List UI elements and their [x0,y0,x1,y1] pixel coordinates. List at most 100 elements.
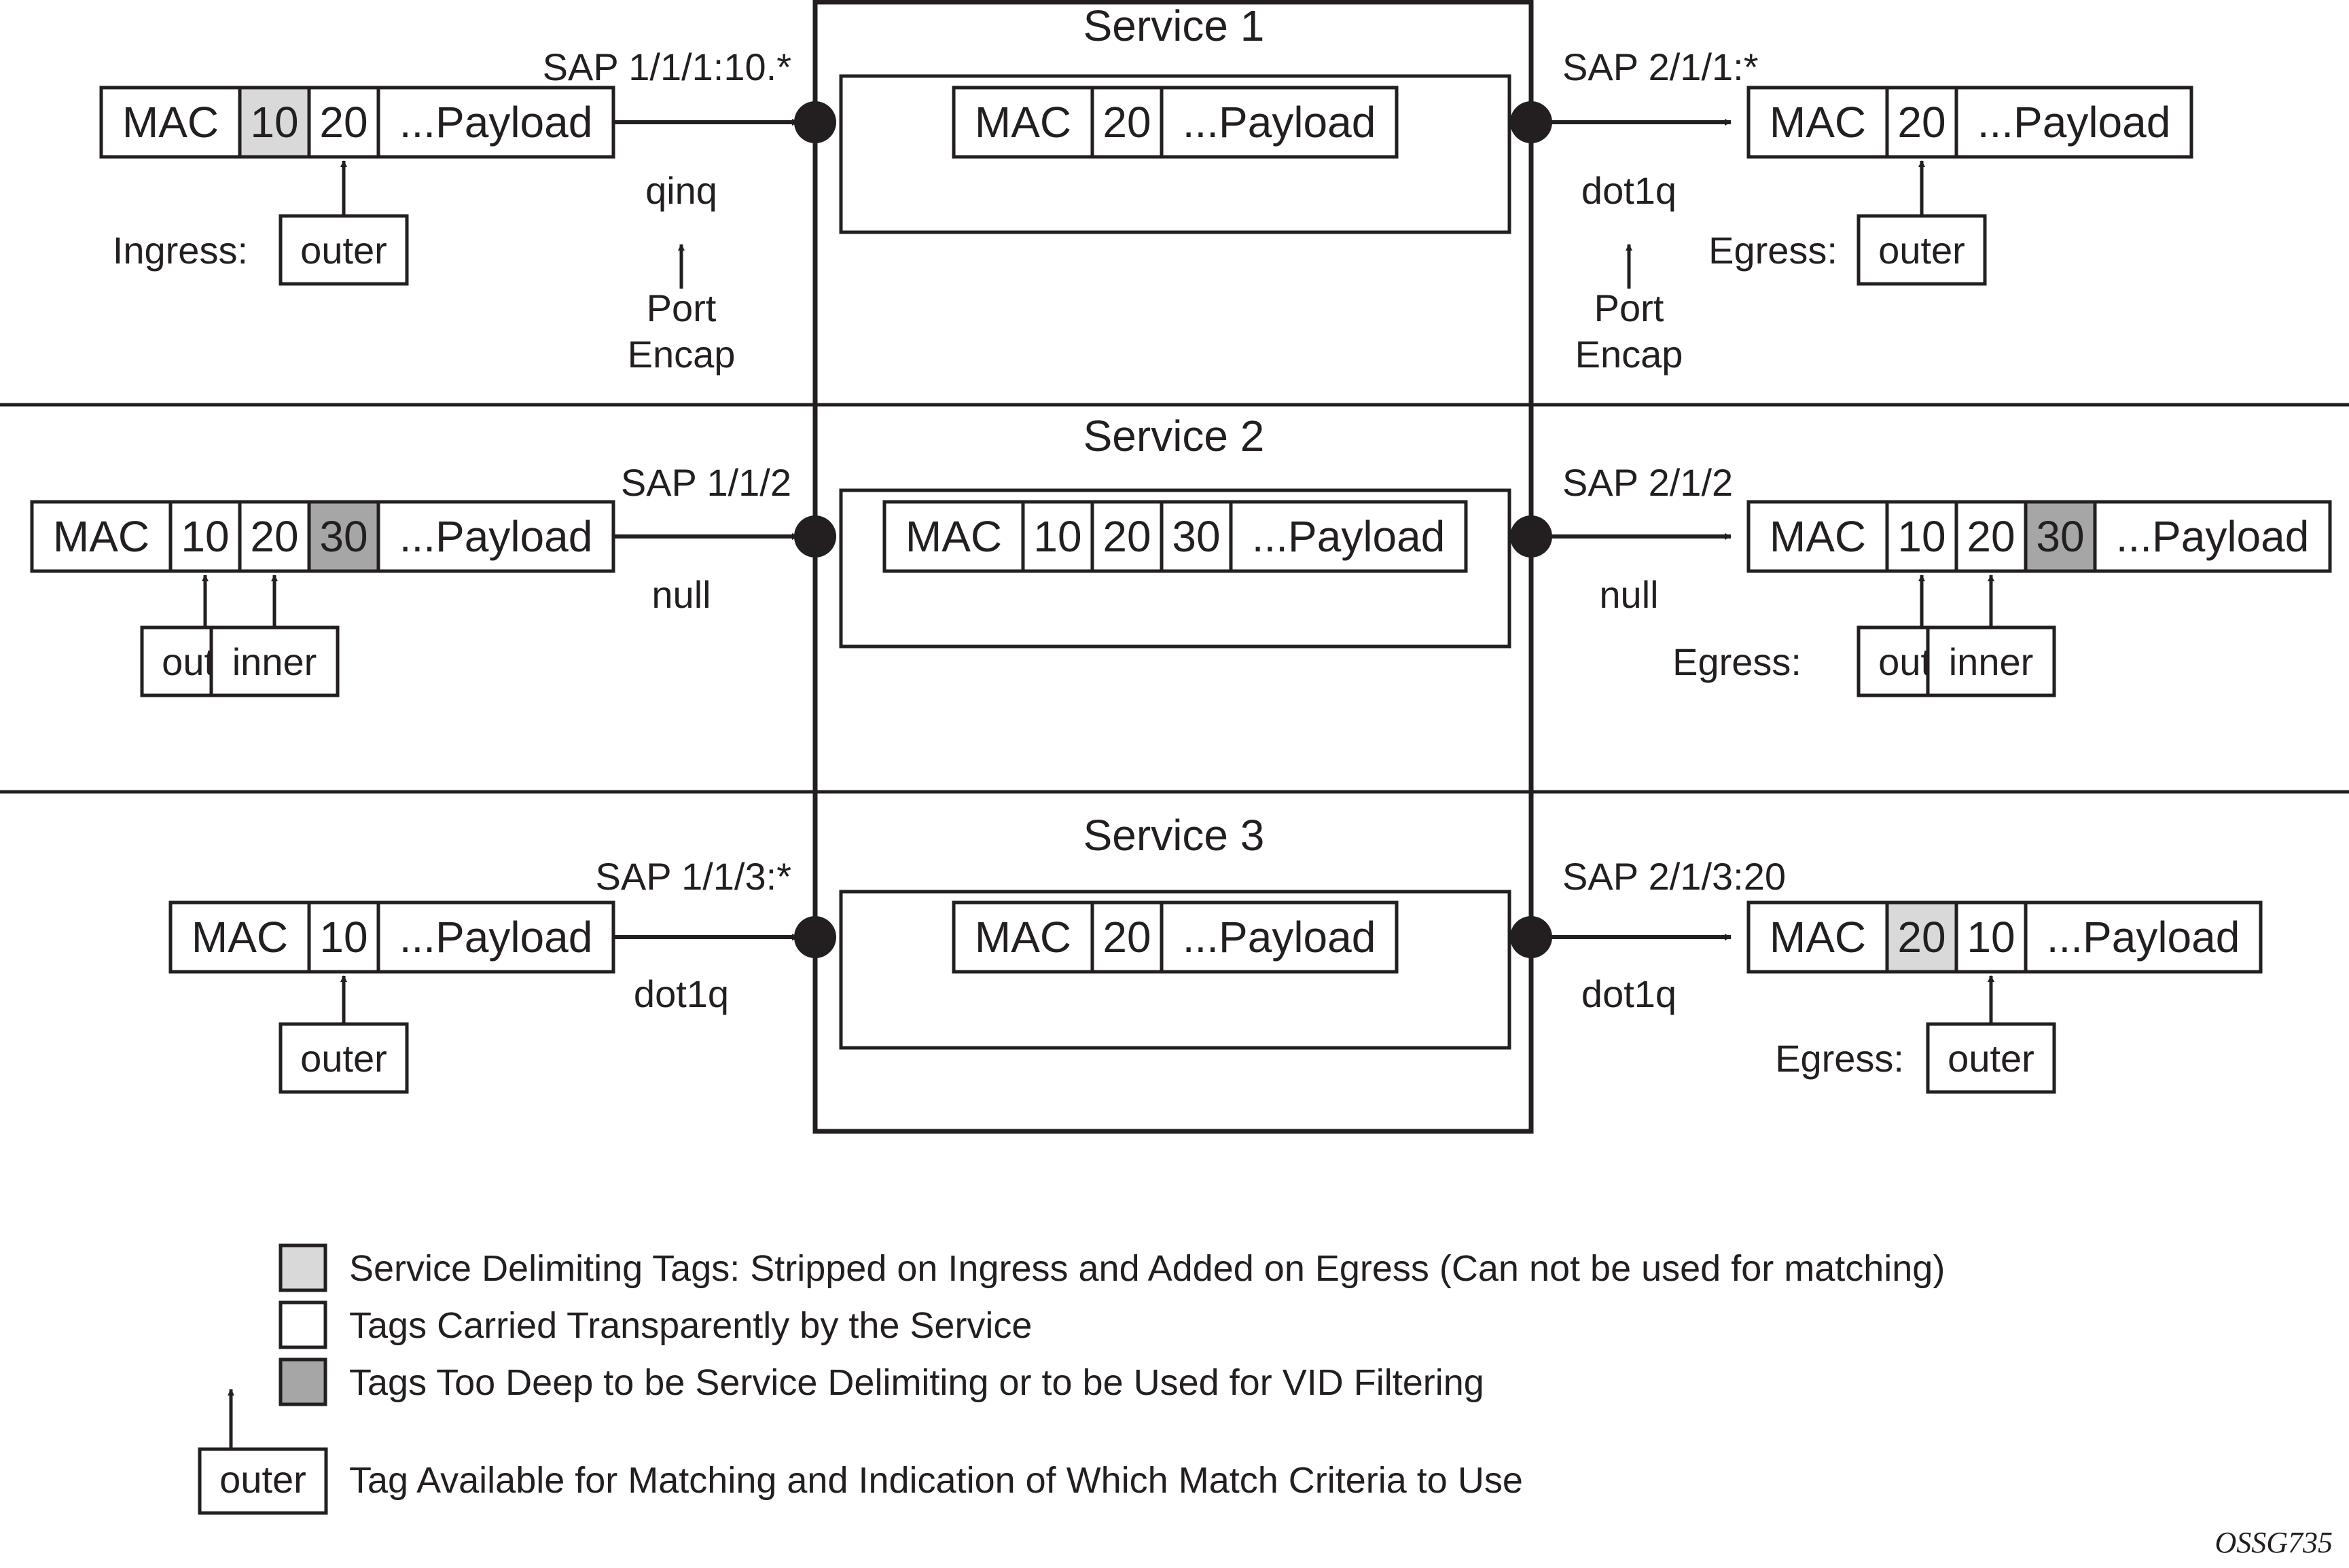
match-tag-box [279,1022,409,1094]
vlan-tag-field: 10 [250,98,298,147]
legend-match-box [198,1447,328,1515]
frame-outline [168,900,615,974]
mac-field: MAC [975,98,1071,147]
match-tag-box [1857,214,1987,286]
tag-field-too_deep [2026,502,2095,571]
ingress-sap-label: SAP 1/1/2 [621,461,791,504]
match-tag-label: outer [300,229,387,272]
match-tag-box [209,625,340,697]
vlan-tag-field: 10 [319,913,367,962]
payload-field: ...Payload [1977,98,2171,147]
legend-match-text: Tag Available for Matching and Indicatio… [349,1460,1523,1501]
frame-border [1746,900,2263,974]
tag-field-transparent [1956,502,2026,571]
frame-border [952,86,1399,159]
tag-field-transparent [171,502,240,571]
tag-field-transparent [1887,502,1956,571]
vlan-tag-field: 20 [1102,512,1151,561]
ingress-sap-label: SAP 1/1/3:* [595,855,791,898]
mac-field: MAC [122,98,219,147]
payload-field: ...Payload [2047,913,2240,962]
ingress-match-prefix: Ingress: [113,229,248,272]
match-tag-label: outer [1948,1037,2034,1080]
mac-field: MAC [975,913,1071,962]
payload-field: ...Payload [399,913,593,962]
vlan-tag-field: 30 [1172,512,1220,561]
service-title: Service 2 [1083,412,1265,460]
egress-sap-label: SAP 2/1/2 [1562,461,1733,504]
legend-swatch-too_deep [279,1357,327,1406]
frame-border [1746,500,2332,573]
vlan-tag-field: 20 [1897,913,1945,962]
egress-frame: MAC 20 ...Payload [1746,86,2193,159]
egress-sap-label: SAP 2/1/3:20 [1562,855,1786,898]
egress-match-prefix: Egress: [1708,229,1837,272]
egress-match-prefix: Egress: [1672,640,1801,683]
match-tag-box [1926,625,2056,697]
tag-field-transparent [309,902,378,972]
tag-field-transparent [1092,502,1162,571]
egress-encap-label: dot1q [1581,972,1676,1015]
match-tag-label: inner [1949,640,2034,683]
egress-encap-label: null [1599,573,1658,616]
ingress-encap-label: null [651,573,711,616]
mac-field: MAC [1770,913,1866,962]
port-encap-note: Port [1594,287,1664,329]
legend-item-text: Service Delimiting Tags: Stripped on Ing… [349,1248,1945,1289]
payload-field: ...Payload [399,512,593,561]
tag-field-transparent [1092,902,1162,972]
legend-item-text: Tags Carried Transparently by the Servic… [349,1305,1032,1346]
tag-field-delimiting [240,88,309,157]
frame-border [952,900,1399,974]
tag-field-transparent [1023,502,1092,571]
tag-field-transparent [1162,502,1231,571]
vlan-tag-field: 10 [1033,512,1081,561]
mac-field: MAC [53,512,149,561]
port-encap-note: Encap [628,333,736,376]
vlan-tag-field: 30 [2036,512,2084,561]
port-encap-note: Port [647,287,717,329]
service-title: Service 1 [1083,1,1265,50]
payload-field: ...Payload [1183,98,1376,147]
vlan-tag-field: 20 [1897,98,1945,147]
ingress-sap-dot [794,515,836,558]
vlan-tag-field: 20 [1102,98,1151,147]
tag-field-transparent [309,88,378,157]
frame-border [882,500,1468,573]
tag-field-too_deep [309,502,378,571]
vlan-tag-field: 20 [319,98,367,147]
internal-frame: MAC 20 ...Payload [952,86,1399,159]
tag-field-transparent [1887,88,1956,157]
port-encap-note: Encap [1575,333,1683,376]
vlan-tag-field: 20 [250,512,298,561]
vlan-tag-field: 30 [319,512,367,561]
service-container [812,0,1534,1134]
payload-field: ...Payload [1183,913,1376,962]
match-tag-box [1926,1022,2056,1094]
egress-encap-label: dot1q [1581,169,1676,212]
mac-field: MAC [1770,512,1866,561]
ingress-sap-dot [794,101,836,143]
tag-field-delimiting [1887,902,1956,972]
ingress-sap-dot [794,916,836,958]
mac-field: MAC [1770,98,1866,147]
tag-field-transparent [1092,88,1162,157]
vlan-tag-field: 10 [1897,512,1945,561]
ingress-frame: MAC 10 20 30 ...Payload [30,500,615,573]
legend-swatch-delimiting [279,1243,327,1292]
egress-sap-label: SAP 2/1/1:* [1562,45,1759,88]
tag-field-transparent [1956,902,2026,972]
service-title: Service 3 [1083,811,1265,860]
egress-match-prefix: Egress: [1775,1037,1904,1080]
match-tag-box [279,214,409,286]
vlan-tag-field: 10 [181,512,229,561]
ingress-encap-label: dot1q [634,972,729,1015]
